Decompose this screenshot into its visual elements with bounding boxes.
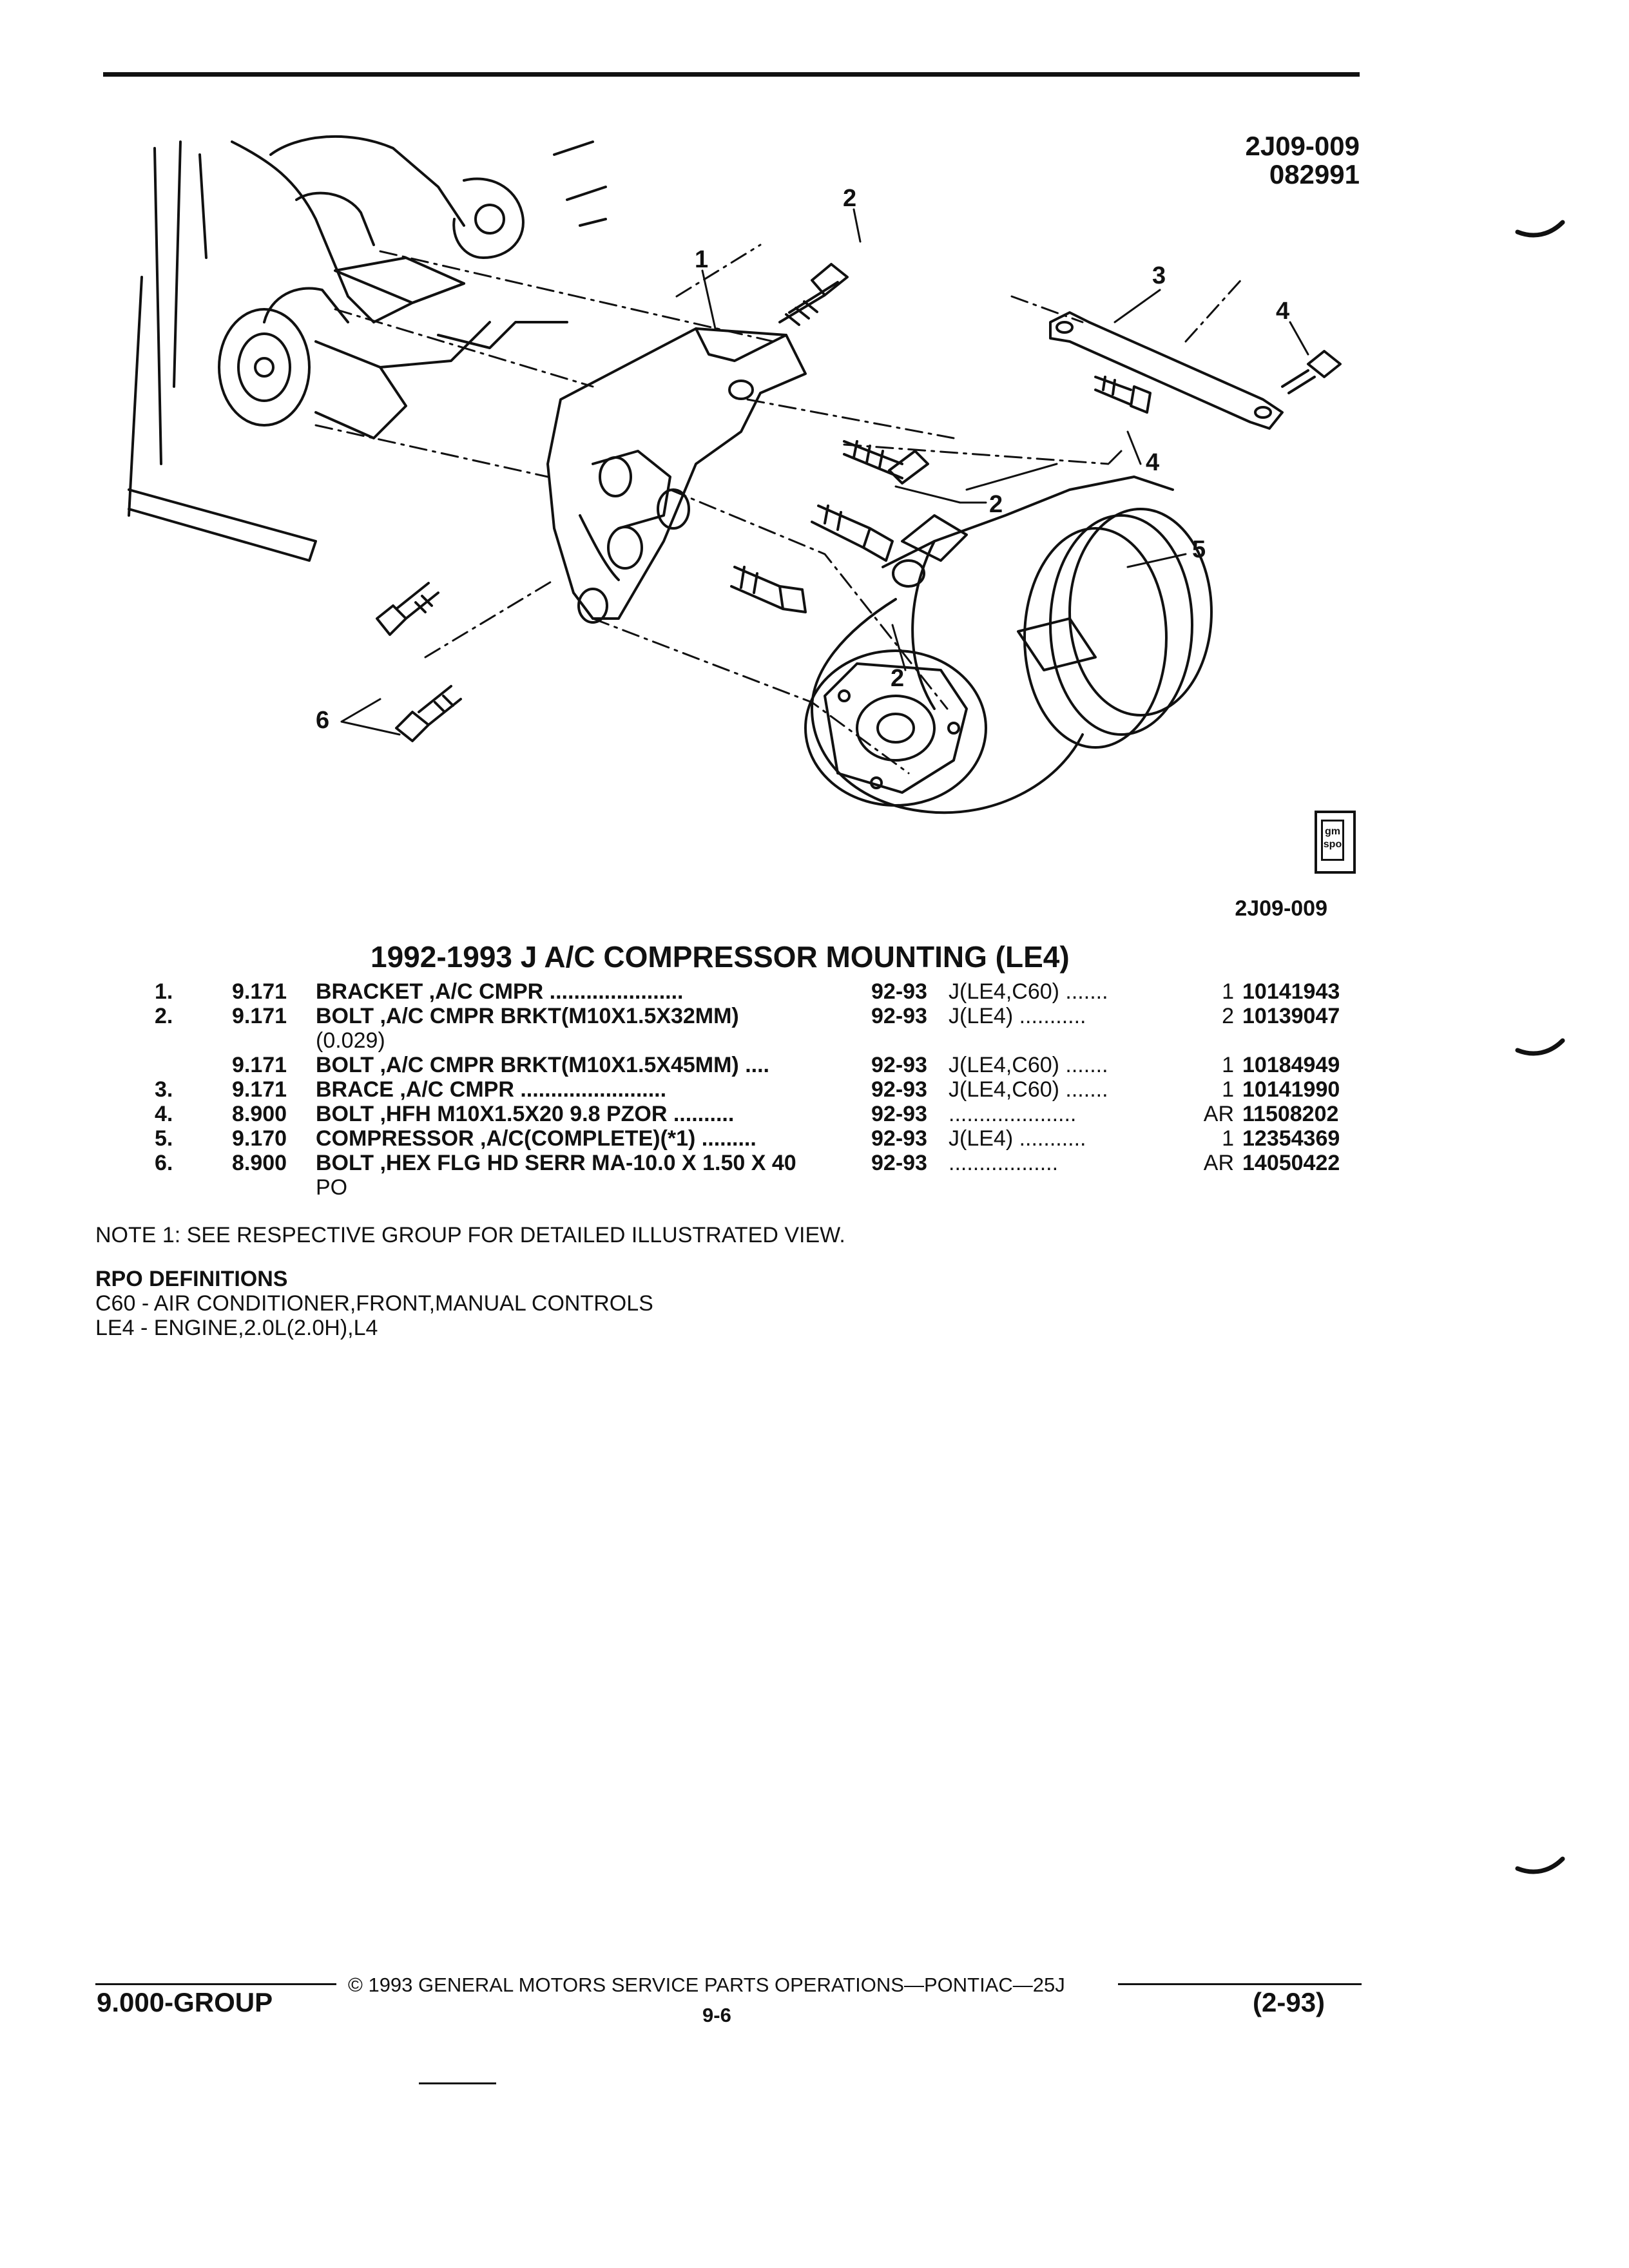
footer-group: 9.000-GROUP	[97, 1987, 273, 2017]
leader-lines	[340, 208, 1309, 736]
scan-mark	[1515, 1038, 1565, 1056]
callout-4-top: 4	[1276, 298, 1289, 325]
footer-rule-left	[95, 1983, 336, 1985]
bottom-mark	[419, 2082, 496, 2084]
gm-spo-logo: gm spo	[1315, 811, 1356, 874]
callout-6: 6	[316, 707, 329, 734]
callout-2-top: 2	[843, 185, 856, 212]
footer-copyright: © 1993 GENERAL MOTORS SERVICE PARTS OPER…	[348, 1974, 1065, 1996]
bolt-parts	[376, 263, 929, 742]
rpo-definitions: RPO DEFINITIONS C60 - AIR CONDITIONER,FR…	[95, 1267, 653, 1340]
figure-id-block: 2J09-009 082991	[1211, 131, 1360, 190]
compressor-part	[804, 476, 1213, 814]
footer-rule-right	[1118, 1983, 1362, 1985]
callout-4-low: 4	[1146, 449, 1159, 476]
footer-date: (2-93)	[1253, 1987, 1325, 2017]
exploded-diagram: 1 2 2 2 2 3 4 4 5 6	[128, 135, 1342, 814]
callout-2-low: 2	[891, 665, 904, 692]
callout-labels: 1 2 2 2 2 3 4 4 5 6	[316, 185, 1289, 734]
assembly-lines	[314, 244, 1245, 774]
figure-date-code: 082991	[1269, 159, 1360, 190]
callout-5: 5	[1192, 536, 1206, 563]
rpo-item: LE4 - ENGINE,2.0L(2.0H),L4	[95, 1316, 378, 1340]
brace-part	[1049, 311, 1284, 430]
footer-page-number: 9-6	[702, 2004, 731, 2026]
parts-row-continuation: PO	[316, 1175, 348, 1200]
figure-caption-id: 2J09-009	[1235, 896, 1327, 921]
engine-block	[128, 135, 607, 562]
figure-id: 2J09-009	[1245, 131, 1360, 161]
parts-row-continuation: (0.029)	[316, 1028, 385, 1053]
note-text: NOTE 1: SEE RESPECTIVE GROUP FOR DETAILE…	[95, 1223, 845, 1247]
bracket-part	[546, 327, 807, 624]
scan-mark	[1515, 1856, 1565, 1874]
callout-3: 3	[1152, 262, 1166, 289]
callout-1: 1	[695, 246, 708, 273]
rpo-heading: RPO DEFINITIONS	[95, 1267, 288, 1291]
page-title: 1992-1993 J A/C COMPRESSOR MOUNTING (LE4…	[371, 940, 1070, 974]
callout-2-mid: 2	[989, 491, 1003, 518]
top-rule	[103, 72, 1360, 77]
brace-bolt-parts	[1094, 350, 1342, 414]
rpo-item: C60 - AIR CONDITIONER,FRONT,MANUAL CONTR…	[95, 1291, 653, 1316]
scan-mark	[1515, 220, 1565, 238]
